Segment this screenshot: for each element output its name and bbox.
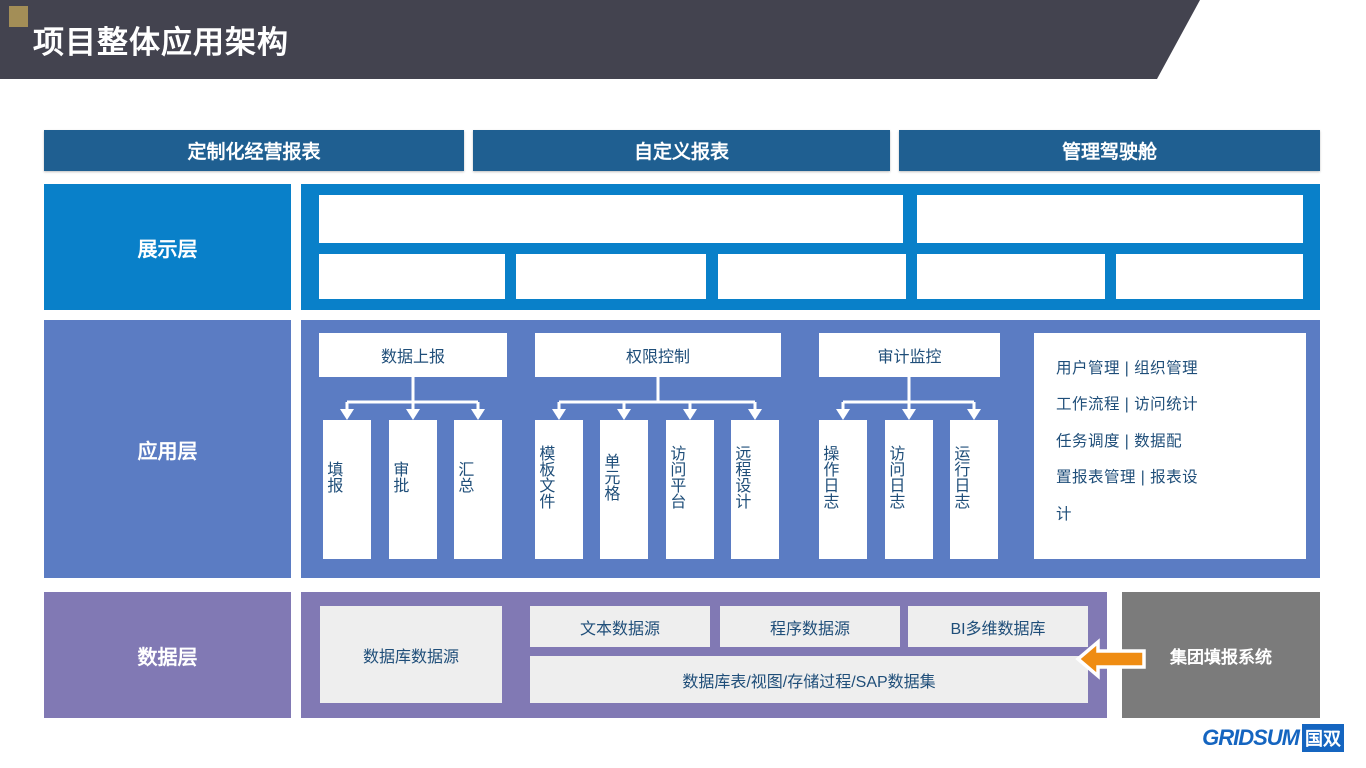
header-management-dashboard[interactable]: 管理驾驶舱 <box>899 130 1320 171</box>
app-function-line: 任务调度 | 数据配 <box>1056 432 1183 450</box>
panel-external-system[interactable]: 集团填报系统 <box>1122 592 1320 718</box>
brand-name-cn: 国双 <box>1302 724 1344 752</box>
app-group-parent-audit-monitor[interactable]: 审计监控 <box>819 333 1000 377</box>
app-child-label: 操作日志 <box>820 444 838 509</box>
app-function-line: 工作流程 | 访问统计 <box>1056 396 1199 414</box>
app-child-remote-design[interactable]: 远程设计 <box>731 420 779 559</box>
page-title: 项目整体应用架构 <box>33 25 289 60</box>
app-group-parent-data-report[interactable]: 数据上报 <box>319 333 507 377</box>
presentation-box-bottom-4[interactable] <box>917 254 1105 299</box>
app-child-template-file[interactable]: 模板文件 <box>535 420 583 559</box>
app-child-fill-report[interactable]: 填报 <box>323 420 371 559</box>
app-group-parent-permission-control[interactable]: 权限控制 <box>535 333 781 377</box>
app-child-cell[interactable]: 单元格 <box>600 420 648 559</box>
layer-label-presentation: 展示层 <box>44 184 291 310</box>
header-bar <box>0 0 1200 79</box>
data-box-program-source[interactable]: 程序数据源 <box>720 606 900 647</box>
app-child-access-log[interactable]: 访问日志 <box>885 420 933 559</box>
header-selfdefined-report[interactable]: 自定义报表 <box>473 130 890 171</box>
app-child-access-platform[interactable]: 访问平台 <box>666 420 714 559</box>
data-box-bi-cube-source[interactable]: BI多维数据库 <box>908 606 1088 647</box>
panel-presentation-layer <box>301 184 1320 310</box>
app-function-line: 用户管理 | 组织管理 <box>1056 360 1199 377</box>
accent-square-icon <box>9 6 28 27</box>
brand-name: GRIDSUM <box>1202 725 1300 750</box>
header-custom-report[interactable]: 定制化经营报表 <box>44 130 464 171</box>
app-child-runtime-log[interactable]: 运行日志 <box>950 420 998 559</box>
app-child-label: 访问日志 <box>886 444 904 509</box>
app-child-approval[interactable]: 审批 <box>389 420 437 559</box>
data-box-text-source[interactable]: 文本数据源 <box>530 606 710 647</box>
app-child-label: 单元格 <box>601 452 619 501</box>
presentation-box-bottom-2[interactable] <box>516 254 706 299</box>
panel-application-layer: 数据上报 填报 审批 汇总 权限控制 模板文件 单元格 访问平台 远程设计 审计… <box>301 320 1320 578</box>
app-child-label: 汇总 <box>455 460 473 493</box>
brand-logo: GRIDSUM 国双 <box>1202 724 1344 752</box>
left-arrow-icon <box>1075 638 1146 680</box>
app-child-label: 访问平台 <box>667 444 685 509</box>
app-child-label: 运行日志 <box>951 444 969 509</box>
app-child-label: 远程设计 <box>732 444 750 509</box>
panel-data-layer: 数据库数据源 文本数据源 程序数据源 BI多维数据库 数据库表/视图/存储过程/… <box>301 592 1107 718</box>
presentation-box-bottom-5[interactable] <box>1116 254 1303 299</box>
presentation-box-bottom-3[interactable] <box>718 254 906 299</box>
presentation-box-top-1[interactable] <box>319 195 903 243</box>
app-child-label: 模板文件 <box>536 444 554 509</box>
presentation-box-top-2[interactable] <box>917 195 1303 243</box>
app-child-label: 填报 <box>324 460 342 493</box>
data-box-database-source[interactable]: 数据库数据源 <box>320 606 502 703</box>
data-box-database-detail[interactable]: 数据库表/视图/存储过程/SAP数据集 <box>530 656 1088 703</box>
app-child-summary[interactable]: 汇总 <box>454 420 502 559</box>
app-function-line: 计 <box>1056 505 1073 523</box>
app-child-operation-log[interactable]: 操作日志 <box>819 420 867 559</box>
app-function-line: 置报表管理 | 报表设 <box>1056 469 1199 487</box>
app-management-functions-panel[interactable]: 用户管理 | 组织管理 工作流程 | 访问统计 任务调度 | 数据配 置报表管理… <box>1034 333 1306 559</box>
layer-label-application: 应用层 <box>44 320 291 578</box>
app-child-label: 审批 <box>390 460 408 493</box>
presentation-box-bottom-1[interactable] <box>319 254 505 299</box>
layer-label-data: 数据层 <box>44 592 291 718</box>
